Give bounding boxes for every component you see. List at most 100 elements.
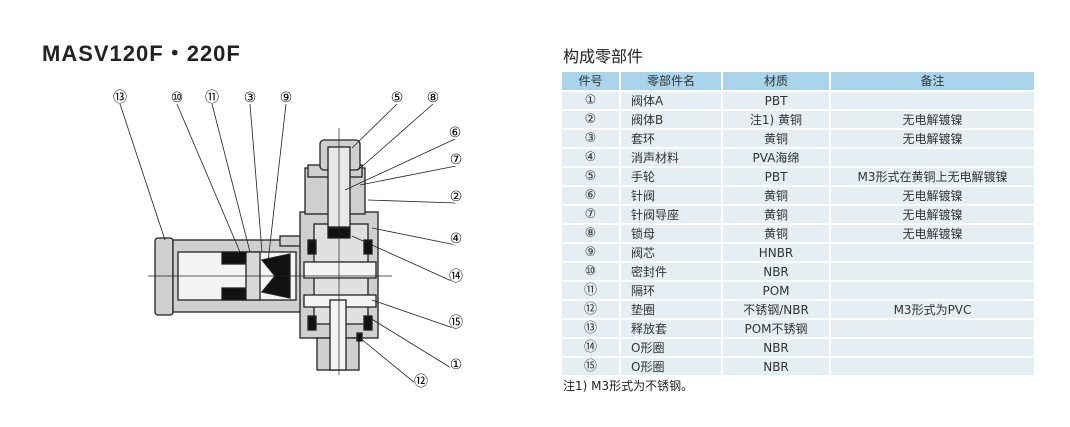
- callout-background: [449, 189, 463, 203]
- footnote: 注1) M3形式为不锈钢。: [563, 379, 694, 393]
- callout-background: [414, 374, 428, 388]
- part-material: 黄铜: [722, 223, 831, 243]
- callout-o-ring-15: ⑮: [449, 315, 463, 331]
- part-name: O形圈: [620, 356, 723, 375]
- callout-needle-valve: ⑥: [449, 125, 462, 141]
- header-no: 件号: [562, 72, 621, 91]
- part-remark: [830, 356, 1036, 375]
- part-remark: [830, 318, 1036, 338]
- release-sleeve-shape: [154, 237, 174, 316]
- header-material: 材质: [722, 72, 831, 91]
- part-number: ⑫: [562, 299, 621, 319]
- part-material: 黄铜: [722, 185, 831, 205]
- valve-body-drawing: [148, 128, 392, 375]
- part-remark: 无电解镀镍: [830, 204, 1036, 224]
- part-material: PVA海绵: [722, 147, 831, 167]
- part-material: 不锈钢/NBR: [722, 299, 831, 319]
- part-name: 锁母: [620, 223, 723, 243]
- callout-needle-guide: ⑦: [450, 152, 463, 168]
- leader-line: [211, 103, 251, 253]
- part-material: 黄铜: [722, 128, 831, 148]
- leader-line: [359, 165, 457, 186]
- part-remark: 无电解镀镍: [830, 185, 1036, 205]
- callout-lock-nut: ⑧: [427, 90, 440, 106]
- callout-gasket: ⑫: [414, 374, 428, 390]
- part-name: 密封件: [620, 261, 723, 281]
- part-remark: [830, 280, 1036, 300]
- part-name: 针阀导座: [620, 204, 723, 224]
- o-ring-shape: [307, 315, 317, 331]
- callout-background: [279, 90, 293, 104]
- o-ring-shape: [363, 239, 373, 255]
- table-header-row: 件号 零部件名 材质 备注: [562, 72, 1036, 91]
- gasket-shape: [356, 332, 363, 342]
- leader-line: [357, 103, 434, 171]
- o-ring-shape: [363, 315, 373, 331]
- callout-background: [449, 357, 463, 371]
- part-number: ④: [562, 147, 621, 167]
- part-number: ⑤: [562, 166, 621, 186]
- callout-background: [449, 315, 463, 329]
- leader-line: [371, 299, 457, 330]
- part-remark: [830, 90, 1036, 110]
- callout-spacer-ring: ⑪: [205, 90, 219, 106]
- callout-background: [205, 90, 219, 104]
- part-number: ⑥: [562, 185, 621, 205]
- callout-background: [243, 90, 257, 104]
- header-name: 零部件名: [620, 72, 723, 91]
- part-remark: [830, 261, 1036, 281]
- part-number: ①: [562, 90, 621, 110]
- leader-line: [119, 103, 166, 241]
- part-remark: 无电解镀镍: [830, 223, 1036, 243]
- part-number: ⑭: [562, 337, 621, 357]
- callout-sleeve-ring: ③: [244, 90, 257, 106]
- part-name: 阀体A: [620, 90, 723, 110]
- part-number: ②: [562, 109, 621, 129]
- part-material: PBT: [722, 90, 831, 110]
- part-name: 手轮: [620, 166, 723, 186]
- callout-background: [449, 269, 463, 283]
- o-ring-shape: [307, 239, 317, 255]
- part-remark: M3形式为PVC: [830, 299, 1036, 319]
- body-channel: [303, 261, 377, 279]
- callout-background: [390, 90, 404, 104]
- part-material: POM不锈钢: [722, 318, 831, 338]
- part-remark: 无电解镀镍: [830, 109, 1036, 129]
- callout-seal: ⑩: [171, 90, 184, 106]
- product-title: MASV120F・220F: [42, 41, 241, 66]
- part-material: NBR: [722, 261, 831, 281]
- part-number: ⑮: [562, 356, 621, 375]
- callout-valve-core: ⑨: [280, 90, 293, 106]
- part-number: ⑪: [562, 280, 621, 300]
- part-material: NBR: [722, 356, 831, 375]
- part-material: NBR: [722, 337, 831, 357]
- callout-background: [449, 152, 463, 166]
- leader-line: [367, 199, 457, 204]
- callout-handwheel: ⑤: [391, 90, 404, 106]
- leader-line: [351, 103, 398, 149]
- part-remark: 无电解镀镍: [830, 128, 1036, 148]
- callout-background: [426, 90, 440, 104]
- part-name: 针阀: [620, 185, 723, 205]
- part-name: 套环: [620, 128, 723, 148]
- leader-line: [371, 227, 457, 246]
- callout-background: [448, 125, 462, 139]
- part-material: HNBR: [722, 242, 831, 262]
- part-name: 消声材料: [620, 147, 723, 167]
- part-number: ⑩: [562, 261, 621, 281]
- part-name: O形圈: [620, 337, 723, 357]
- part-material: 注1) 黄铜: [722, 109, 831, 129]
- callout-background: [113, 90, 127, 104]
